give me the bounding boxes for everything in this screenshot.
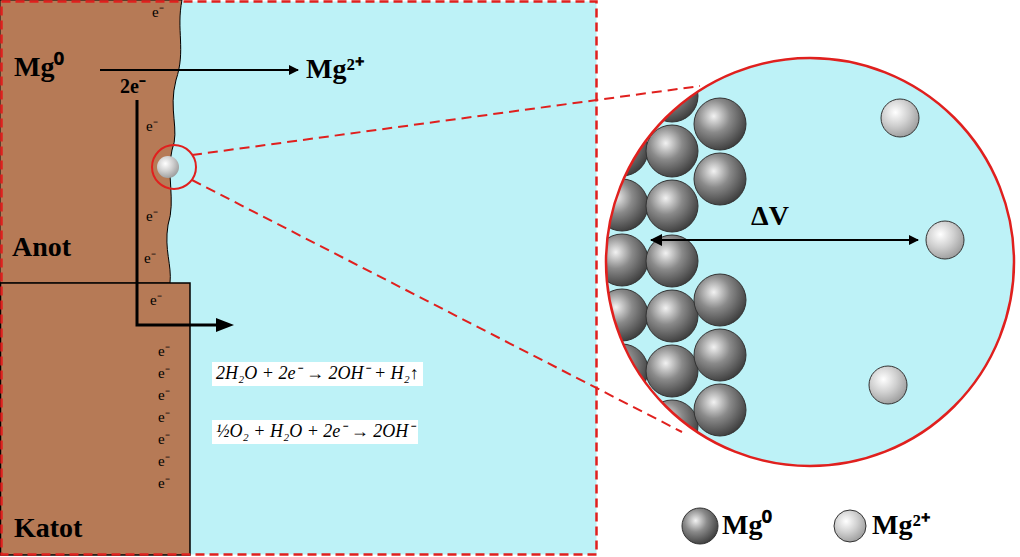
legend-sample — [834, 510, 866, 542]
electron-path — [137, 100, 218, 325]
species-label: Mg⁰ — [14, 52, 64, 83]
legend-text: Mg⁰ — [722, 510, 772, 541]
electron-label: e⁻ — [158, 343, 170, 360]
potential-arrow — [651, 239, 918, 241]
electron-label: e⁻ — [158, 387, 170, 404]
reaction-equation: 2H₂O + 2e⁻ → 2OH⁻ + H₂↑ — [212, 362, 423, 386]
ion-sphere — [926, 221, 964, 259]
electron-label: e⁻ — [150, 292, 162, 309]
electron-label: e⁻ — [144, 250, 156, 267]
electron-label: e⁻ — [158, 431, 170, 448]
species-label: Mg²⁺ — [306, 54, 364, 85]
anode-metal — [0, 0, 182, 283]
metal-lattice — [596, 70, 746, 452]
dissolution-arrow — [100, 69, 298, 71]
electron-arrowhead — [216, 318, 234, 332]
zoom-line — [192, 86, 700, 155]
zoom-circle: ΔV — [605, 57, 1015, 467]
zoom-circle — [606, 58, 1014, 466]
zoom-spot — [152, 145, 196, 189]
ion-sphere — [869, 366, 907, 404]
electron-label: e⁻ — [152, 4, 164, 21]
anode-region: Anot — [0, 0, 170, 283]
zoom-frame — [2, 2, 597, 555]
node-label: Katot — [14, 513, 82, 544]
electron-label: e⁻ — [158, 475, 170, 492]
electron-label: e⁻ — [158, 409, 170, 426]
electron-label: 2e⁻ — [120, 75, 146, 97]
zoom-line — [192, 180, 682, 432]
node-label: Anot — [12, 232, 71, 263]
zoom-circle-fill — [606, 58, 1014, 466]
legend-sample — [682, 508, 718, 544]
ion-sphere — [881, 99, 919, 137]
corrosion-spot — [157, 156, 179, 178]
electron-label: e⁻ — [146, 208, 158, 225]
node-label: ΔV — [751, 201, 789, 232]
electron-label: e⁻ — [158, 365, 170, 382]
electron-label: e⁻ — [146, 118, 158, 135]
legend-text: Mg²⁺ — [872, 510, 930, 541]
electron-label: e⁻ — [158, 453, 170, 470]
reaction-equation: ½O₂ + H₂O + 2e⁻ → 2OH⁻ — [212, 420, 418, 444]
